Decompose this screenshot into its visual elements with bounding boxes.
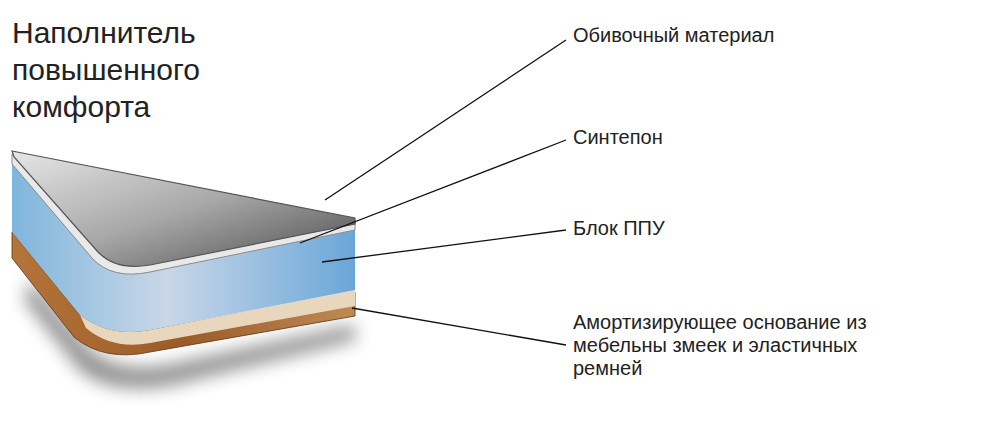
part-label: Блок ППУ	[573, 217, 903, 240]
part-label: Обивочный материал	[573, 24, 903, 47]
leader-line	[322, 230, 566, 262]
leader-line	[325, 40, 566, 200]
upholstery-top	[12, 151, 355, 266]
leader-lines	[300, 40, 566, 345]
part-label: Амортизирующее основание из мебельны зме…	[573, 311, 908, 380]
leader-line	[352, 308, 566, 345]
diagram-title: Наполнитель повышенного комфорта	[12, 14, 242, 125]
leader-line	[300, 140, 566, 243]
part-label: Синтепон	[573, 126, 903, 149]
